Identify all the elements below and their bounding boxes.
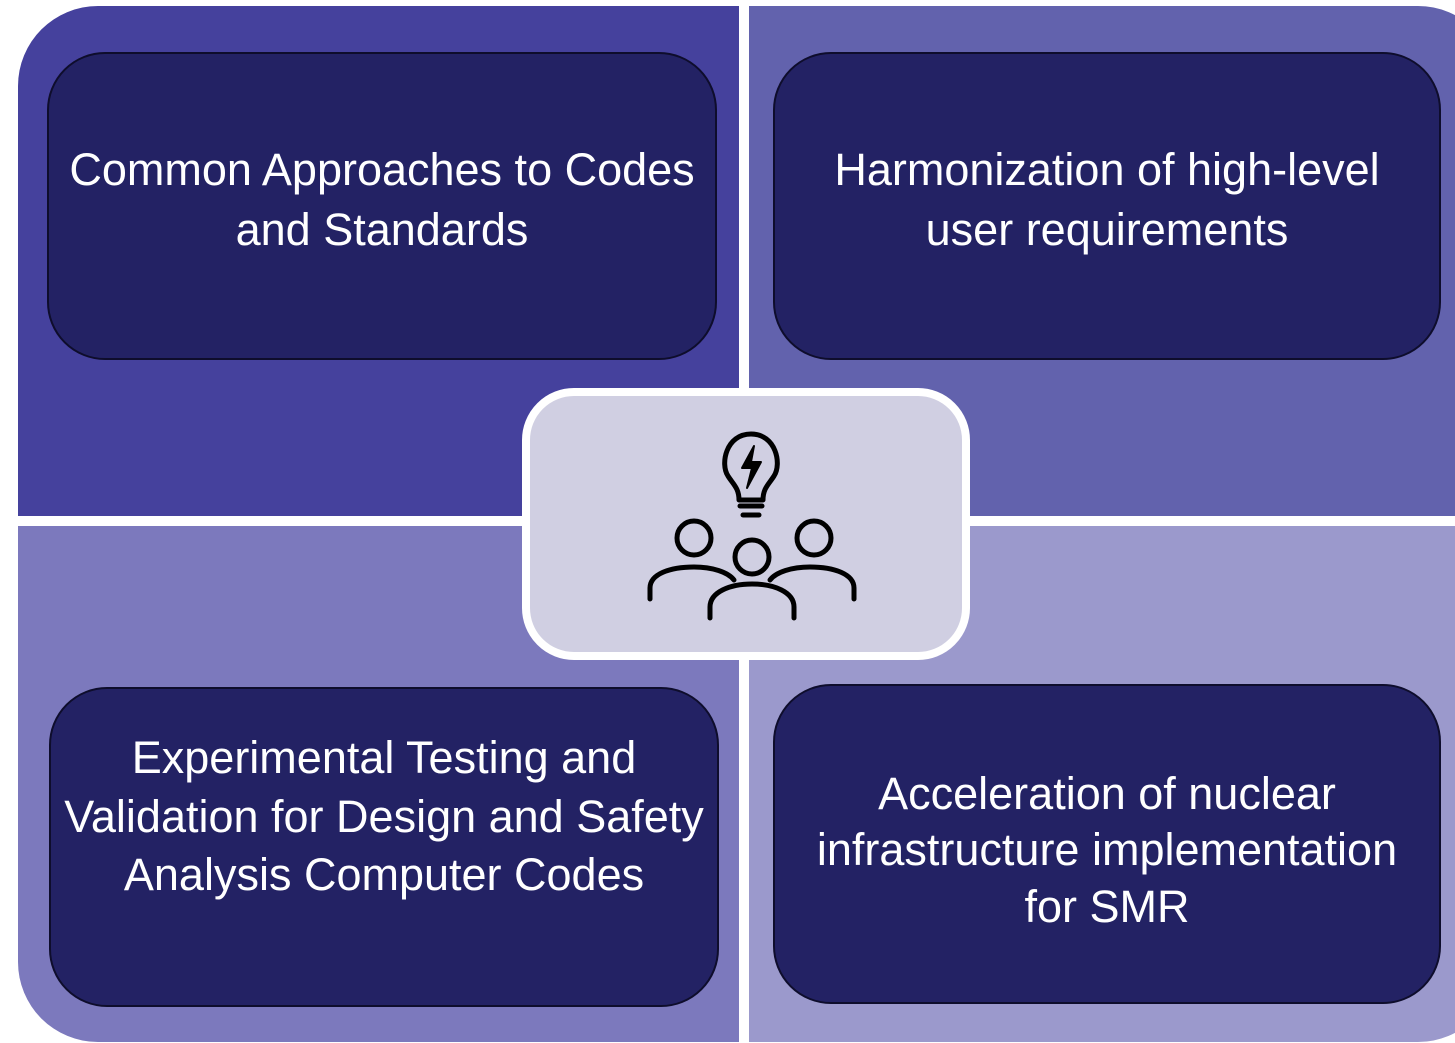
box-label: Harmonization of high-level user require…	[834, 144, 1380, 255]
box-label: Common Approaches to Codes and Standards	[69, 144, 695, 255]
team-lightbulb-idea-icon	[647, 431, 857, 621]
center-hub	[522, 388, 970, 660]
box-nuclear-infrastructure: Acceleration of nuclear infrastructure i…	[773, 684, 1441, 1004]
box-user-requirements: Harmonization of high-level user require…	[773, 52, 1441, 360]
box-experimental-testing: Experimental Testing and Validation for …	[49, 687, 719, 1007]
box-codes-and-standards: Common Approaches to Codes and Standards	[47, 52, 717, 360]
box-label: Acceleration of nuclear infrastructure i…	[816, 768, 1398, 932]
box-label: Experimental Testing and Validation for …	[64, 732, 704, 900]
